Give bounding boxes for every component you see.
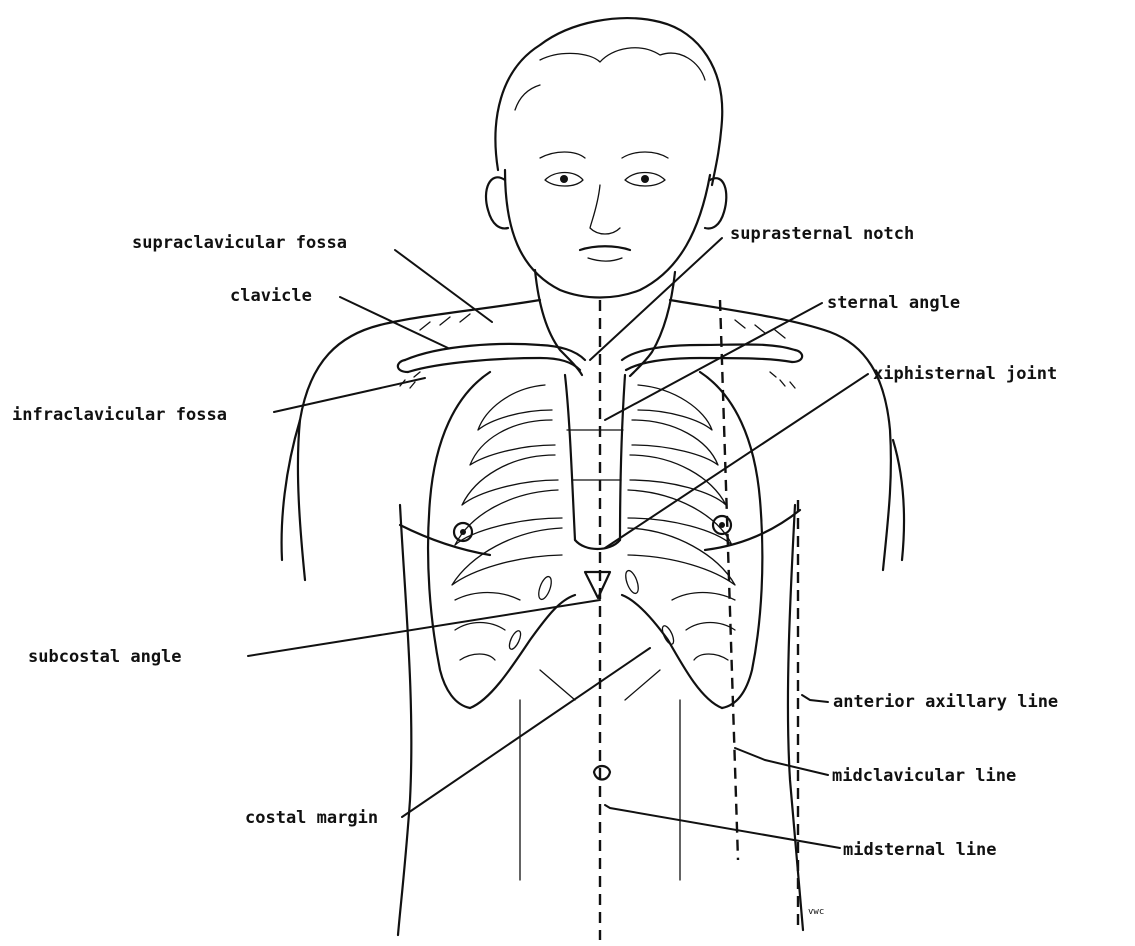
- label-subcostal-angle: subcostal angle: [28, 647, 182, 667]
- midclavicular-line-mark: [720, 300, 738, 860]
- labels: supraclavicular fossa clavicle infraclav…: [12, 224, 1058, 917]
- reference-lines: [600, 300, 798, 940]
- label-clavicle: clavicle: [230, 286, 312, 306]
- label-supraclavicular-fossa: supraclavicular fossa: [132, 233, 347, 253]
- torso-illustration: [282, 300, 905, 935]
- label-xiphisternal-joint: xiphisternal joint: [873, 364, 1057, 384]
- label-anterior-axillary-line: anterior axillary line: [833, 692, 1058, 712]
- artist-signature: vwc: [808, 907, 824, 917]
- label-suprasternal-notch: suprasternal notch: [730, 224, 914, 244]
- label-midclavicular-line: midclavicular line: [832, 766, 1016, 786]
- label-sternal-angle: sternal angle: [827, 293, 960, 313]
- label-infraclavicular-fossa: infraclavicular fossa: [12, 405, 227, 425]
- label-costal-margin: costal margin: [245, 808, 378, 828]
- label-midsternal-line: midsternal line: [843, 840, 997, 860]
- head-illustration: [486, 18, 726, 376]
